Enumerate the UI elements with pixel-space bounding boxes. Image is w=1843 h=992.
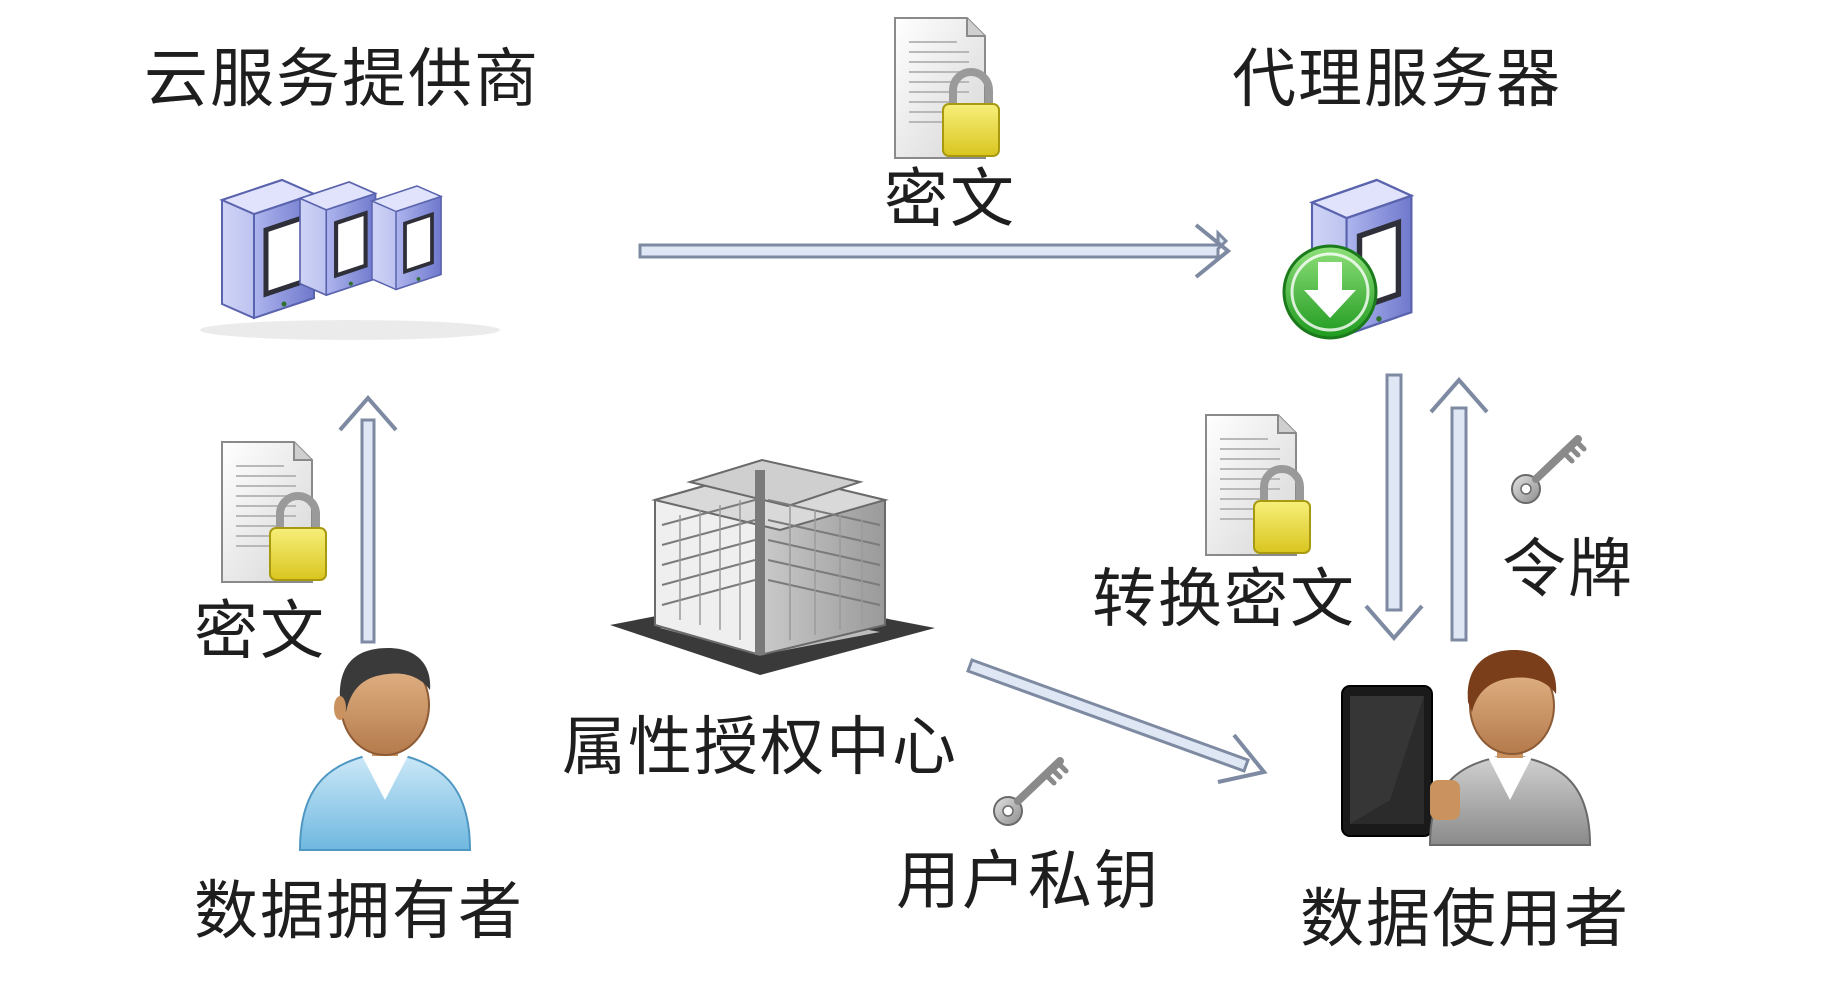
server-cluster-icon <box>200 180 500 340</box>
user-private-key-label: 用户私钥 <box>896 850 1160 914</box>
key-icon <box>994 761 1066 825</box>
token-label: 令牌 <box>1502 538 1634 602</box>
ciphertext-label-left: 密文 <box>194 600 326 664</box>
office-building-icon <box>610 460 935 675</box>
ciphertext-label-top: 密文 <box>884 168 1016 232</box>
arrow-authority-to-user <box>968 660 1264 782</box>
user-tablet-icon <box>1342 650 1590 845</box>
data-user-label: 数据使用者 <box>1300 888 1630 952</box>
server-download-icon <box>1284 180 1411 338</box>
attribute-authority-label: 属性授权中心 <box>562 716 958 780</box>
user-icon <box>300 648 470 850</box>
proxy-server-label: 代理服务器 <box>1232 48 1562 112</box>
key-icon <box>1512 439 1584 503</box>
cloud-provider-label: 云服务提供商 <box>144 48 540 112</box>
locked-document-icon <box>1206 415 1310 555</box>
transformed-ciphertext-label: 转换密文 <box>1092 568 1356 632</box>
arrow-user-to-proxy <box>1431 380 1487 640</box>
locked-document-icon <box>222 442 326 582</box>
locked-document-icon <box>895 18 999 158</box>
arrow-proxy-to-user <box>1366 375 1422 638</box>
arrow-owner-to-cloud <box>340 398 396 642</box>
data-owner-label: 数据拥有者 <box>194 880 524 944</box>
